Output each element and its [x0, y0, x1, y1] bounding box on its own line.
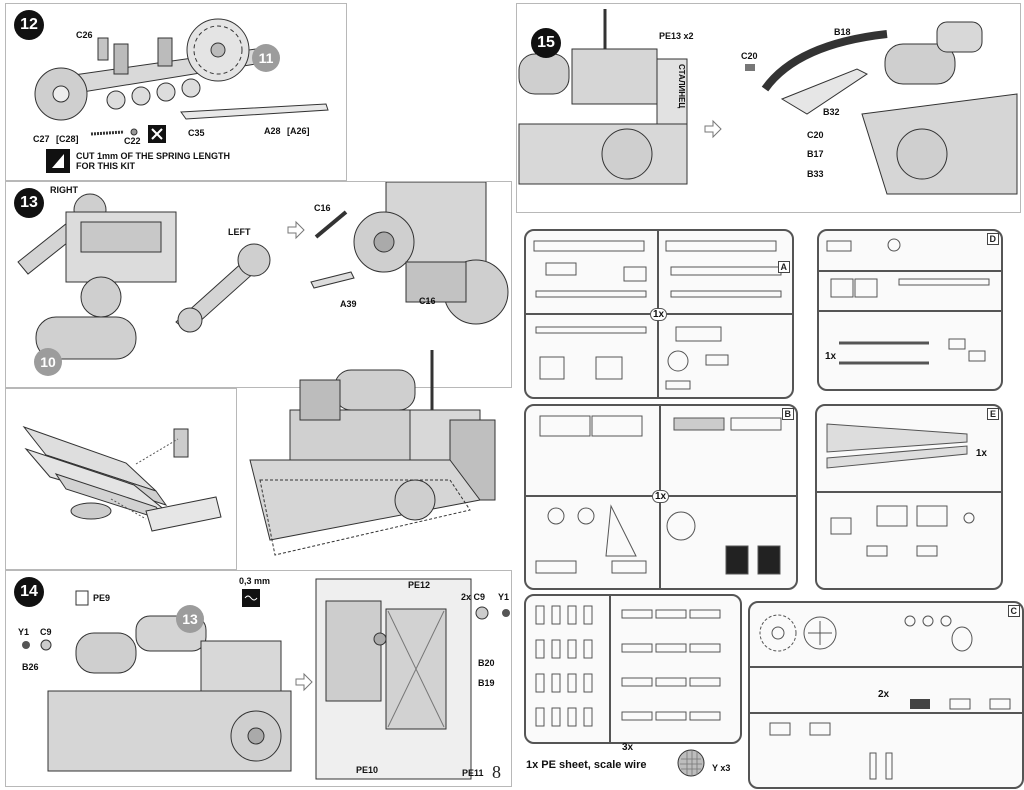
label-b17: B17 [807, 149, 824, 159]
sprue-y-parts [535, 596, 721, 742]
step-13-drawing [17, 182, 509, 360]
step-13-panel: 13 10 RIGHT LEFT C16 C16 A39 [5, 181, 512, 388]
sprue-e-parts [817, 423, 1001, 557]
label-b18: B18 [834, 27, 851, 37]
label-c9: C9 [40, 627, 52, 637]
reference-step-11: 11 [252, 44, 280, 72]
sprue-c-quantity: 2x [878, 689, 890, 700]
sprue-b-parts [526, 406, 796, 588]
label-c28: [C28] [56, 134, 79, 144]
track-links-drawing [22, 425, 222, 532]
track-links-panel [5, 388, 237, 570]
reference-step-13: 13 [176, 605, 204, 633]
label-left: LEFT [228, 227, 251, 237]
sprue-a-frame-label: A [777, 261, 790, 273]
label-c22: C22 [124, 136, 141, 146]
label-pe9: PE9 [93, 593, 111, 603]
y-quantity-label: Y x3 [712, 763, 731, 773]
label-y1: Y1 [18, 627, 30, 637]
label-c16-top: C16 [314, 203, 331, 213]
label-a26: [A26] [287, 126, 310, 136]
sprue-c: C 2x [748, 601, 1024, 789]
sprue-e-quantity: 1x [975, 448, 987, 459]
cut-spring-note: CUT 1mm OF THE SPRING LENGTH FOR THIS KI… [76, 151, 231, 172]
label-c26: C26 [76, 30, 93, 40]
label-y1-right: Y1 [498, 592, 510, 602]
label-b19: B19 [478, 678, 495, 688]
label-2x-c9: 2x C9 [461, 592, 486, 602]
label-pe10: PE10 [356, 765, 379, 775]
label-c20-top: C20 [741, 51, 758, 61]
sprue-a-quantity: 1x [650, 308, 668, 321]
sprue-y: 3x [524, 594, 742, 753]
pe-sheet-note: 1x PE sheet, scale wire [526, 759, 647, 771]
step-14-drawing [22, 578, 510, 780]
page-number: 8 [492, 762, 501, 782]
sprue-a: A 1x [524, 229, 794, 399]
label-pe12: PE12 [408, 580, 431, 590]
sprue-y-quantity: 3x [622, 742, 634, 753]
label-b20: B20 [478, 658, 495, 668]
step-15-panel: 15 PE13 x2 B18 C20 B32 C20 B17 B33 СТАЛИ… [516, 3, 1021, 213]
step-number-14: 14 [14, 577, 44, 607]
step-14-panel: 14 13 PE9 Y1 C9 B26 0,3 mm PE12 2x C9 Y1… [5, 570, 512, 787]
sprue-a-parts [526, 231, 792, 397]
step-number-15: 15 [531, 28, 561, 58]
sprue-d-parts [819, 238, 1001, 365]
label-b33: B33 [807, 169, 824, 179]
sprue-b-quantity: 1x [652, 490, 670, 503]
label-pe11: PE11 [462, 768, 484, 778]
step-number-12: 12 [14, 10, 44, 40]
label-b32: B32 [823, 107, 840, 117]
stalinets-plate: СТАЛИНЕЦ [677, 64, 686, 109]
label-a39: A39 [340, 299, 357, 309]
sprue-d-quantity: 1x [825, 351, 837, 362]
sprue-b: B 1x [524, 404, 798, 590]
sprue-c-parts [750, 614, 1022, 780]
label-wire-thickness: 0,3 mm [239, 576, 271, 586]
step-12-drawing [34, 18, 329, 173]
label-b26: B26 [22, 662, 39, 672]
sprue-c-frame-label: C [1007, 605, 1020, 617]
step-15-drawing [518, 9, 1018, 195]
y-part-sphere-icon [677, 749, 705, 777]
sprue-d: D 1x [817, 229, 1003, 391]
label-c35: C35 [188, 128, 205, 138]
tractor-result-drawing [249, 350, 496, 556]
sprue-e-frame-label: E [986, 408, 999, 420]
label-c20-bottom: C20 [807, 130, 824, 140]
step-number-13: 13 [14, 188, 44, 218]
reference-step-10: 10 [34, 348, 62, 376]
sprue-b-frame-label: B [781, 408, 794, 420]
sprue-d-frame-label: D [986, 233, 999, 245]
step-12-panel: 12 11 C26 C27 [C28] C22 C35 A28 [A26] CU… [5, 3, 347, 181]
label-right: RIGHT [50, 185, 78, 195]
sprue-e: E 1x [815, 404, 1003, 590]
label-c16-bottom: C16 [419, 296, 436, 306]
label-c27: C27 [33, 134, 50, 144]
label-pe13: PE13 x2 [659, 31, 694, 41]
label-a28: A28 [264, 126, 281, 136]
